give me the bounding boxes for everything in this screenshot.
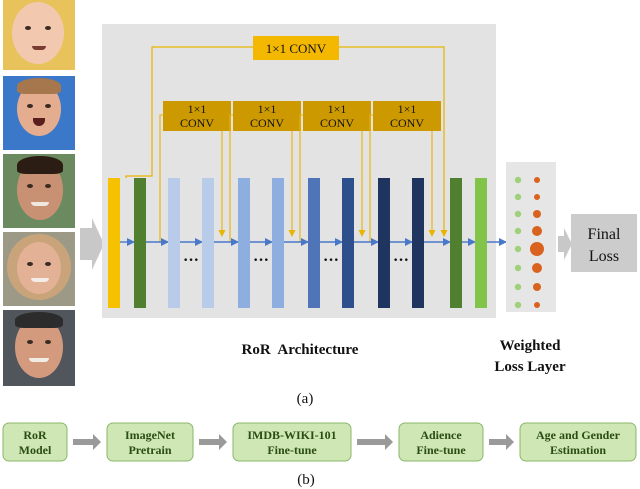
final-loss-arrow <box>558 228 572 260</box>
ellipses: ··· ··· ··· ··· <box>183 252 409 269</box>
loss-dot-orange <box>534 302 540 308</box>
loss-dot-green <box>514 264 522 272</box>
block-conv-box <box>373 101 441 131</box>
loss-dot-orange <box>533 283 541 291</box>
pipeline-step-line1: Age and Gender <box>536 428 621 442</box>
block-conv-label: 1×1 <box>258 102 277 116</box>
pipeline-step-line1: ImageNet <box>125 428 175 442</box>
pipeline-step-line1: IMDB-WIKI-101 <box>247 428 336 442</box>
caption-a: (a) <box>297 391 314 407</box>
layer-conv1 <box>134 178 146 308</box>
loss-dot-green <box>514 210 522 218</box>
caption-b: (b) <box>297 472 315 488</box>
ellipsis: ··· <box>253 252 269 269</box>
ror-architecture-panel <box>102 24 496 318</box>
top-conv-box <box>253 36 339 60</box>
block-conv-box <box>303 101 371 131</box>
block-conv-box <box>163 101 231 131</box>
layer-block4-a <box>378 178 390 308</box>
loss-dot-orange <box>533 210 541 218</box>
input-arrow <box>80 218 104 270</box>
pipeline-step-box <box>2 422 68 462</box>
face-photo-toddler <box>3 76 75 150</box>
ellipsis: ··· <box>183 252 199 269</box>
training-pipeline: RoRModelImageNetPretrainIMDB-WIKI-101Fin… <box>2 422 637 462</box>
pipeline-arrow <box>73 434 101 450</box>
block-conv-label: 1×1 <box>328 102 347 116</box>
block-conv-label: CONV <box>320 116 354 130</box>
layers <box>108 178 487 308</box>
face-photo-young-man <box>3 154 75 228</box>
layer-pool <box>450 178 462 308</box>
weighted-loss-label-line1: Weighted <box>500 338 561 354</box>
pipeline-step-line1: RoR <box>23 428 47 442</box>
loss-dot-orange <box>530 242 544 256</box>
loss-dot-green <box>514 176 522 184</box>
pipeline-step-line2: Fine-tune <box>267 443 317 457</box>
loss-dot-orange <box>532 263 542 273</box>
face-photo-woman <box>3 232 75 306</box>
pipeline-step-box <box>398 422 484 462</box>
layer-block1-a <box>168 178 180 308</box>
loss-dot-orange <box>534 177 540 183</box>
layer-input <box>108 178 120 308</box>
pipeline-step-box <box>232 422 352 462</box>
pipeline-arrow <box>357 434 393 450</box>
layer-fc <box>475 178 487 308</box>
loss-dot-green <box>514 193 522 201</box>
top-conv-label: 1×1 CONV <box>266 41 327 56</box>
pipeline-arrow <box>489 434 514 450</box>
pipeline-step-line2: Model <box>19 443 52 457</box>
architecture-title: RoR Architecture <box>242 342 359 358</box>
layer-block3-b <box>342 178 354 308</box>
weighted-loss-dots <box>514 176 544 309</box>
layer-block2-b <box>272 178 284 308</box>
final-loss-line2: Loss <box>589 248 619 265</box>
pipeline-step-box <box>519 422 637 462</box>
weighted-loss-label-line2: Loss Layer <box>494 359 566 375</box>
ellipsis: ··· <box>323 252 339 269</box>
layer-block2-a <box>238 178 250 308</box>
loss-dot-green <box>514 245 522 253</box>
block-conv-box <box>233 101 301 131</box>
layer-block1-b <box>202 178 214 308</box>
loss-dot-orange <box>534 194 540 200</box>
block-conv-label: CONV <box>250 116 284 130</box>
block-conv-label: 1×1 <box>188 102 207 116</box>
final-loss-box <box>571 214 637 272</box>
pipeline-step-line2: Pretrain <box>128 443 171 457</box>
layer-block4-b <box>412 178 424 308</box>
loss-dot-green <box>514 301 522 309</box>
block-conv-label: CONV <box>390 116 424 130</box>
pipeline-arrow <box>199 434 227 450</box>
block-conv-label: CONV <box>180 116 214 130</box>
loss-dot-green <box>514 283 522 291</box>
pipeline-step-box <box>106 422 194 462</box>
block-conv-label: 1×1 <box>398 102 417 116</box>
top-shortcut <box>125 46 448 237</box>
loss-dot-orange <box>532 226 542 236</box>
face-photo-older-man <box>3 310 75 386</box>
face-photo-baby <box>3 0 75 70</box>
pipeline-step-line1: Adience <box>420 428 462 442</box>
layer-block3-a <box>308 178 320 308</box>
ellipsis: ··· <box>393 252 409 269</box>
final-loss-line1: Final <box>588 226 621 243</box>
pipeline-step-line2: Estimation <box>550 443 606 457</box>
loss-dot-green <box>514 227 522 235</box>
pipeline-step-line2: Fine-tune <box>416 443 466 457</box>
weighted-loss-panel <box>506 162 556 312</box>
